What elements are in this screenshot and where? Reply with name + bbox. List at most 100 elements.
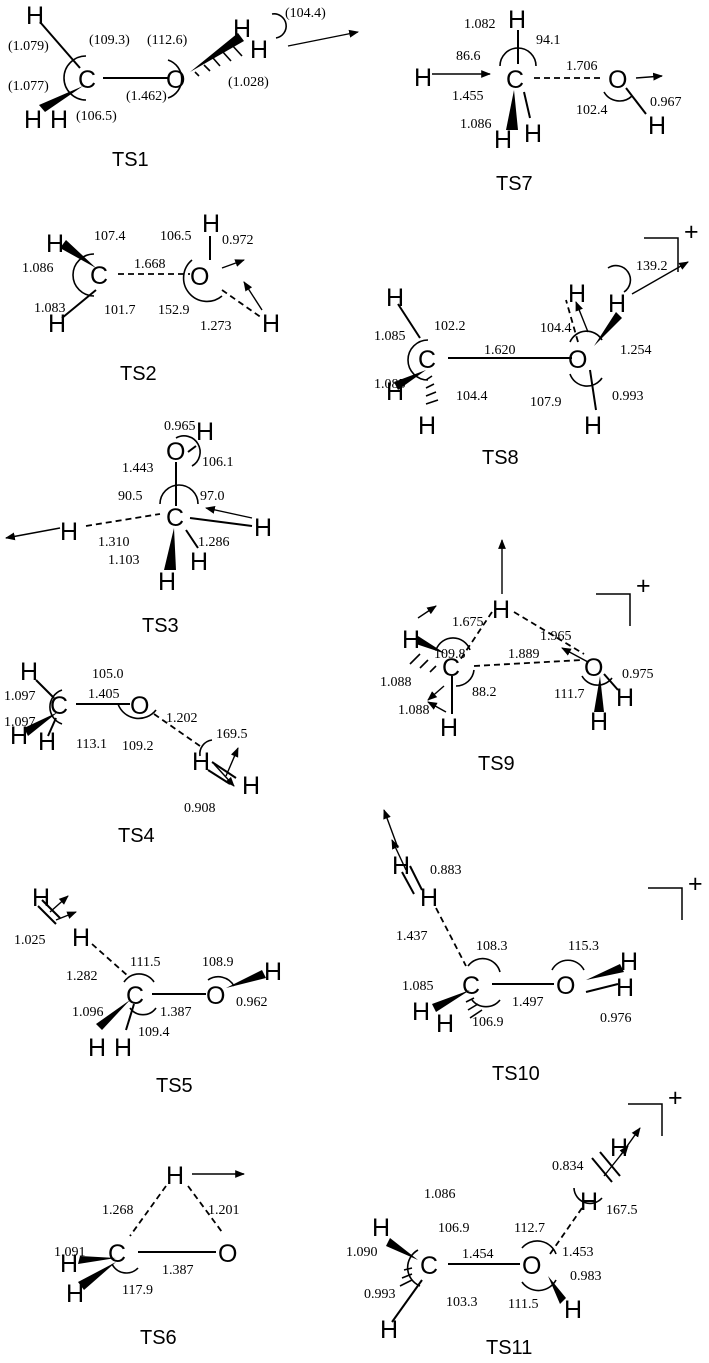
atom-h: H (492, 596, 510, 624)
geom-label: 117.9 (122, 1283, 153, 1298)
geom-label: 102.2 (434, 319, 466, 334)
atom-h: H (192, 748, 210, 776)
geom-label: 1.889 (508, 647, 540, 662)
structure-ts3: O H C H H H H 0.965 106.1 1.443 90.5 97.… (5, 418, 272, 637)
atom-o: O (584, 654, 603, 682)
charge-sign: + (684, 218, 699, 246)
atom-h: H (414, 64, 432, 92)
geom-label: 1.086 (460, 117, 492, 132)
atom-h: H (158, 568, 176, 596)
atom-h: H (508, 6, 526, 34)
atom-h: H (386, 284, 404, 312)
geom-label: (109.3) (89, 33, 130, 48)
geom-label: 108.9 (202, 955, 234, 970)
structure-ts2: H C O H H H 107.4 106.5 0.972 1.086 1.66… (22, 210, 280, 385)
atom-o: O (218, 1240, 237, 1268)
atom-h: H (620, 948, 638, 976)
geom-label: 97.0 (200, 489, 225, 504)
geom-label: 1.096 (72, 1005, 104, 1020)
geom-label: 1.097 (4, 689, 36, 704)
geom-label: 112.7 (514, 1221, 545, 1236)
atom-o: O (608, 66, 627, 94)
geom-label: 104.4 (456, 389, 488, 404)
atom-o: O (166, 66, 185, 94)
geom-label: 1.085 (374, 329, 406, 344)
geom-label: 1.085 (402, 979, 434, 994)
atom-h: H (264, 958, 282, 986)
geom-label: 109.2 (122, 739, 154, 754)
structure-ts5: H H C O H H H 1.025 111.5 108.9 1.282 1.… (14, 884, 282, 1097)
atom-h: H (616, 974, 634, 1002)
geom-label: 1.455 (452, 89, 484, 104)
geom-label: 0.834 (552, 1159, 584, 1174)
structure-ts9: + H H C O H H H 1.675 1.965 109.8 1.889 … (380, 539, 654, 775)
atom-h: H (568, 280, 586, 308)
geom-label: 1.091 (54, 1245, 86, 1260)
geom-label: 0.962 (236, 995, 268, 1010)
atom-h: H (32, 884, 50, 912)
geom-label: 1.088 (398, 703, 430, 718)
geom-label: 1.201 (208, 1203, 240, 1218)
geom-label: 1.282 (66, 969, 98, 984)
geom-label: 1.082 (464, 17, 496, 32)
atom-o: O (166, 438, 185, 466)
geom-label: 94.1 (536, 33, 561, 48)
atom-h: H (436, 1010, 454, 1038)
atom-c: C (108, 1240, 126, 1268)
atom-h: H (610, 1134, 628, 1162)
geom-label: 1.273 (200, 319, 232, 334)
geom-label: 1.965 (540, 629, 572, 644)
geom-label: 139.2 (636, 259, 668, 274)
geom-label: 0.993 (364, 1287, 396, 1302)
geom-label: 0.967 (650, 95, 682, 110)
structure-title: TS3 (142, 615, 179, 637)
geom-label: 106.1 (202, 455, 234, 470)
structure-title: TS7 (496, 173, 533, 195)
geom-label: (1.462) (126, 89, 167, 104)
geom-label: 169.5 (216, 727, 248, 742)
geom-label: 104.4 (540, 321, 572, 336)
geom-label: 111.5 (508, 1297, 538, 1312)
geom-label: 88.2 (472, 685, 497, 700)
atom-h: H (166, 1162, 184, 1190)
geom-label: 115.3 (568, 939, 599, 954)
atom-h: H (648, 112, 666, 140)
geom-label: 1.387 (162, 1263, 194, 1278)
atom-c: C (462, 972, 480, 1000)
geom-label: 103.3 (446, 1295, 478, 1310)
geom-label: 1.025 (14, 933, 46, 948)
atom-h: H (114, 1034, 132, 1062)
structure-title: TS9 (478, 753, 515, 775)
geom-label: 1.090 (346, 1245, 378, 1260)
atom-h: H (10, 722, 28, 750)
geom-label: 1.620 (484, 343, 516, 358)
geom-label: 101.7 (104, 303, 136, 318)
atom-c: C (90, 262, 108, 290)
structure-ts10: + H H C O H H H H 0.883 1.437 108.3 115.… (383, 809, 703, 1085)
geom-label: 0.972 (222, 233, 254, 248)
atom-h: H (202, 210, 220, 238)
geom-label: 107.9 (530, 395, 562, 410)
geom-label: 1.706 (566, 59, 598, 74)
charge-sign: + (688, 870, 703, 898)
atom-c: C (420, 1252, 438, 1280)
atom-h: H (196, 418, 214, 446)
geom-label: 111.5 (130, 955, 160, 970)
atom-h: H (26, 2, 44, 30)
atom-h: H (372, 1214, 390, 1242)
geom-label: 1.103 (108, 553, 140, 568)
geom-label: 109.4 (138, 1025, 170, 1040)
atom-c: C (166, 504, 184, 532)
atom-h: H (386, 378, 404, 406)
geom-label: 0.883 (430, 863, 462, 878)
atom-c: C (50, 692, 68, 720)
geom-label: (1.028) (228, 75, 269, 90)
geom-label: 1.088 (380, 675, 412, 690)
geom-label: 106.9 (438, 1221, 470, 1236)
atom-o: O (568, 346, 587, 374)
atom-h: H (380, 1316, 398, 1344)
atom-h: H (616, 684, 634, 712)
atom-h: H (48, 310, 66, 338)
atom-o: O (522, 1252, 541, 1280)
